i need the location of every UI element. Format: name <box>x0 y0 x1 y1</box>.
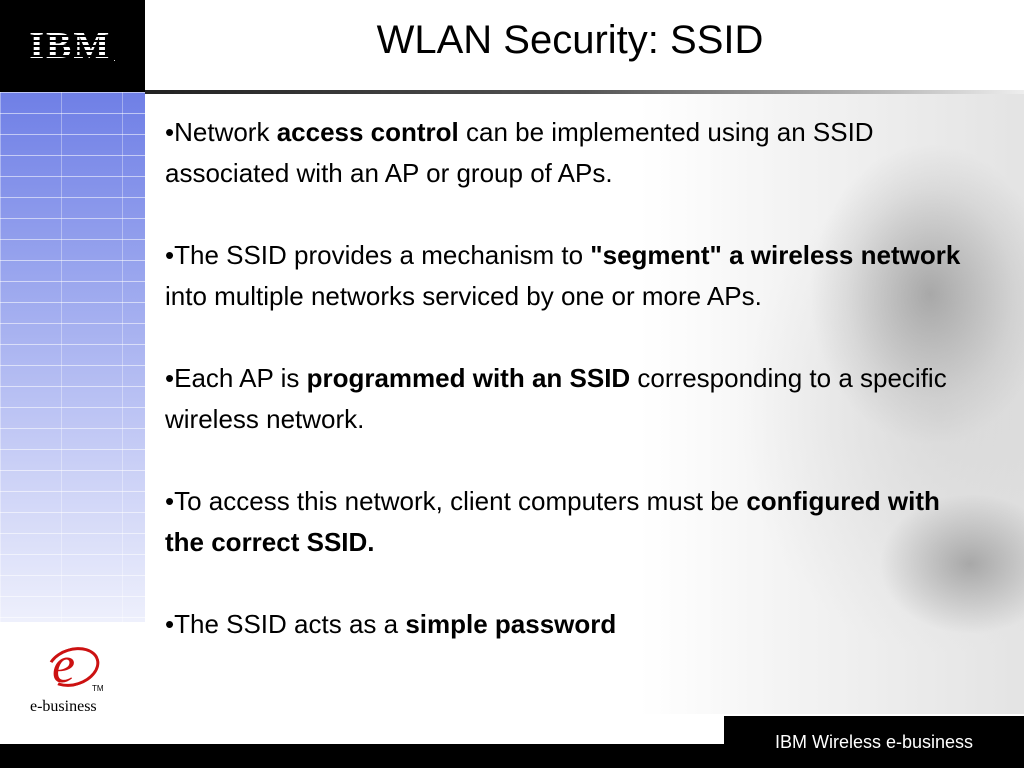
header-rule <box>145 90 1024 94</box>
background-photo <box>640 94 1024 714</box>
e-business-logo-icon: e TM e-business <box>30 640 120 720</box>
ibm-logo-block: IBM . <box>0 0 145 92</box>
footer-text: IBM Wireless e-business <box>774 731 974 752</box>
bullet-emphasis: programmed with an SSID <box>306 363 631 393</box>
bullet-emphasis: configured with the correct SSID. <box>165 486 940 557</box>
bullet-text: corresponding to a specific wireless net… <box>165 363 947 434</box>
left-gradient-column <box>0 92 145 622</box>
bullet-text: •The SSID acts as a <box>165 609 406 639</box>
bullet-item: •To access this network, client computer… <box>165 481 975 563</box>
bullet-list: •Network access control can be implement… <box>165 112 975 686</box>
bullet-text: can be implemented using an SSID associa… <box>165 117 874 188</box>
bullet-item: •The SSID provides a mechanism to "segme… <box>165 235 975 317</box>
bullet-text: •To access this network, client computer… <box>165 486 747 516</box>
bullet-item: •Network access control can be implement… <box>165 112 975 194</box>
bullet-item: •Each AP is programmed with an SSID corr… <box>165 358 975 440</box>
bullet-text: •Network <box>165 117 277 147</box>
bullet-item: •The SSID acts as a simple password <box>165 604 975 645</box>
ibm-logo-tm: . <box>113 53 116 63</box>
bullet-text: •Each AP is <box>165 363 307 393</box>
bullet-emphasis: "segment" a wireless network <box>590 240 961 270</box>
slide-title: WLAN Security: SSID <box>376 18 764 62</box>
ibm-logo-icon: IBM . <box>29 27 116 65</box>
footer-box: IBM Wireless e-business <box>724 716 1024 768</box>
e-business-e: e <box>52 637 76 694</box>
bullet-text: into multiple networks serviced by one o… <box>165 281 762 311</box>
e-business-tm: TM <box>92 684 104 693</box>
bullet-text: •The SSID provides a mechanism to <box>165 240 591 270</box>
ibm-logo-text: IBM <box>29 25 112 67</box>
bullet-emphasis: simple password <box>405 609 617 639</box>
bullet-emphasis: access control <box>276 117 459 147</box>
e-business-label: e-business <box>30 698 97 715</box>
